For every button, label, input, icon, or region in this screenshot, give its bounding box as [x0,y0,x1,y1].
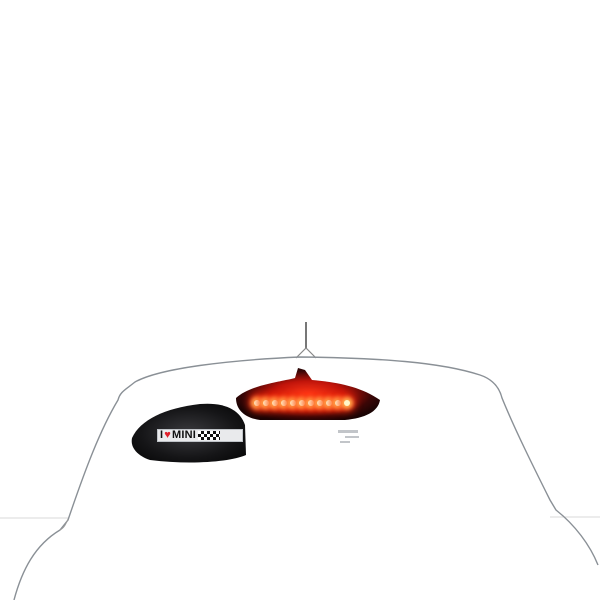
checkered-flag-icon [198,431,221,440]
led-icon [308,400,314,406]
sticker-prefix: I [160,429,164,441]
led-icon [335,400,341,406]
reflection-specks [338,430,359,443]
led-icon [290,400,296,406]
led-icon [263,400,269,406]
sticker-brand: MINI [172,429,197,441]
led-icon [344,400,350,406]
led-icon [272,400,278,406]
brake-light-housing [236,368,380,420]
heart-icon: ♥ [164,429,171,441]
led-icon [326,400,332,406]
led-icon [254,400,260,406]
led-icon [299,400,305,406]
car-body-outline [13,356,599,600]
led-icon [281,400,287,406]
led-brake-light-bar [250,396,354,410]
i-love-mini-sticker: I ♥ MINI [157,429,243,442]
led-icon [317,400,323,406]
